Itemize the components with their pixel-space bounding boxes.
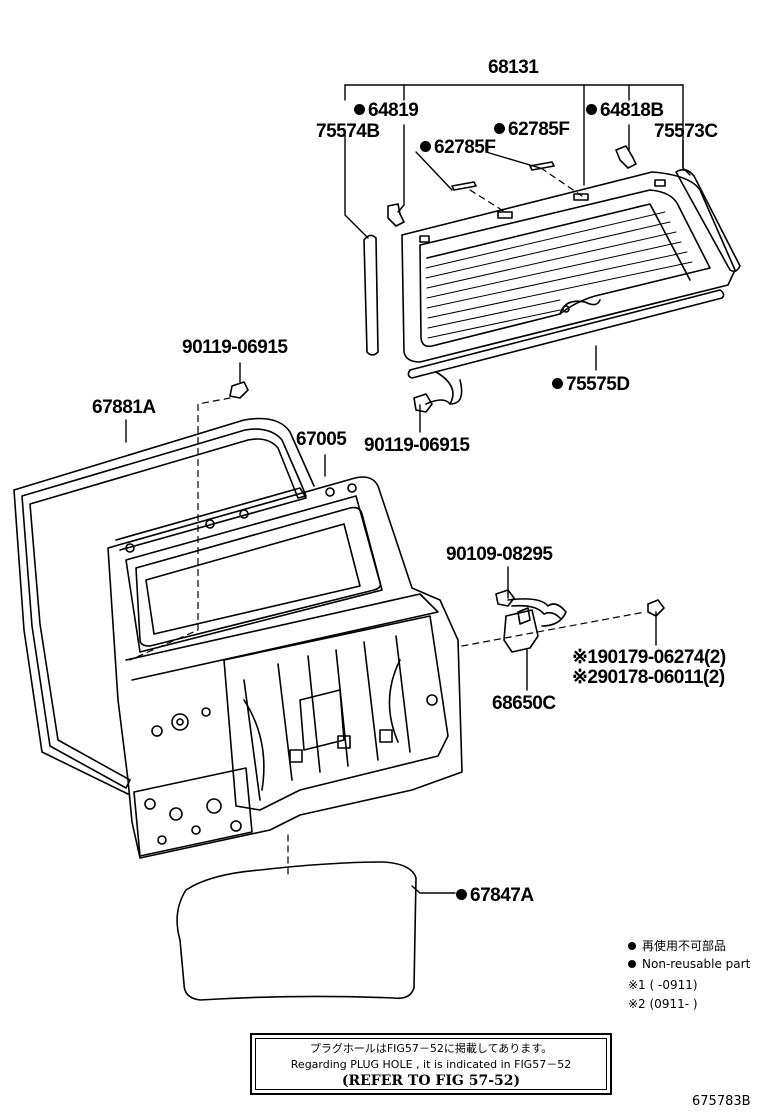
non-reusable-dot-icon	[494, 123, 505, 134]
non-reusable-dot-icon	[586, 104, 597, 115]
figure-id: 675783B	[692, 1094, 751, 1109]
clips	[387, 145, 637, 227]
part-label-90119-mid: 90119-06915	[364, 435, 470, 456]
part-label-62785f-right: 62785F	[494, 119, 570, 140]
legend-text: Non-reusable part	[642, 957, 751, 971]
part-label-75575d: 75575D	[552, 375, 630, 394]
part-label-64819: 64819	[354, 100, 419, 121]
reference-note-box: プラグホールはFIG57－52に掲載してあります。 Regarding PLUG…	[250, 1033, 612, 1095]
door-weatherstrip	[13, 417, 315, 795]
part-label-67005: 67005	[296, 429, 347, 450]
part-label-75574b: 75574B	[316, 121, 380, 142]
leader-lines	[125, 84, 691, 894]
non-reusable-dot-icon	[552, 378, 563, 389]
non-reusable-dot-icon	[420, 141, 431, 152]
part-label-67847a: 67847A	[456, 886, 534, 905]
non-reusable-dot-icon	[354, 104, 365, 115]
legend-note-1: ※1 ( -0911)	[628, 978, 698, 992]
part-label-90179: ※190179-06274(2)	[572, 647, 726, 668]
non-reusable-dot-icon	[456, 889, 467, 900]
back-door-panel	[107, 476, 463, 859]
service-hole-cover	[176, 861, 417, 1001]
part-label-90119-top: 90119-06915	[182, 337, 288, 358]
legend-note-2: ※2 (0911- )	[628, 997, 698, 1011]
part-label-68131: 68131	[488, 57, 539, 78]
part-label-90178: ※290178-06011(2)	[572, 667, 725, 688]
legend-dot-icon	[628, 960, 636, 968]
legend-non-reusable-jp: 再使用不可部品	[628, 940, 726, 952]
legend-non-reusable-en: Non-reusable part	[628, 958, 750, 970]
part-label-68650c: 68650C	[492, 693, 556, 714]
part-label-64818b: 64818B	[586, 101, 664, 120]
note-refer: (REFER TO FIG 57-52)	[341, 1073, 521, 1089]
part-number: 64819	[368, 100, 419, 121]
part-number: 62785F	[508, 119, 570, 140]
note-en: Regarding PLUG HOLE , it is indicated in…	[290, 1058, 572, 1071]
weatherstrip-moldings	[363, 168, 741, 405]
bolts	[229, 379, 665, 617]
note-jp: プラグホールはFIG57－52に掲載してあります。	[309, 1042, 553, 1055]
part-label-67881a: 67881A	[92, 397, 156, 418]
part-label-62785f-left: 62785F	[420, 137, 496, 158]
part-number: 64818B	[600, 100, 664, 121]
part-label-90109: 90109-08295	[446, 544, 553, 565]
part-number: 75575D	[566, 374, 630, 395]
part-number: 62785F	[434, 137, 496, 158]
back-window-glass	[401, 171, 736, 363]
part-number: 67847A	[470, 885, 534, 906]
legend-dot-icon	[628, 942, 636, 950]
part-label-75573c: 75573C	[654, 121, 718, 142]
back-door-lock	[503, 598, 567, 653]
legend-text: 再使用不可部品	[642, 939, 727, 953]
